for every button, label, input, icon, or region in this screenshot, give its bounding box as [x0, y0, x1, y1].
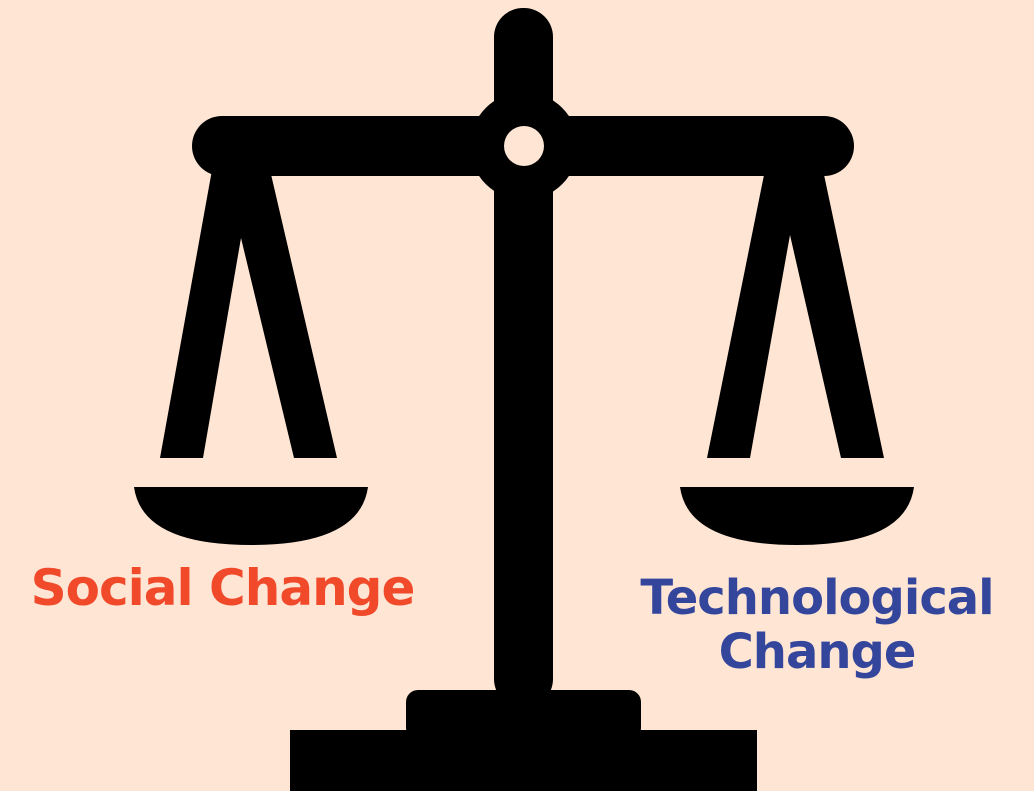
scale-base-bottom — [290, 730, 757, 791]
technological-change-label-line2: Change — [718, 623, 917, 680]
left-pan — [134, 487, 368, 545]
right-pan — [680, 487, 914, 545]
scale-pivot-hole — [504, 126, 544, 166]
technological-change-label-line1: Technological — [640, 570, 994, 626]
left-pan-hanger — [160, 170, 337, 458]
scale-base-top — [406, 690, 641, 740]
technological-change-label: Technological Change — [600, 570, 1034, 680]
right-pan-hanger — [707, 170, 884, 458]
balance-scale-icon — [134, 8, 914, 791]
social-change-label: Social Change — [30, 559, 416, 617]
